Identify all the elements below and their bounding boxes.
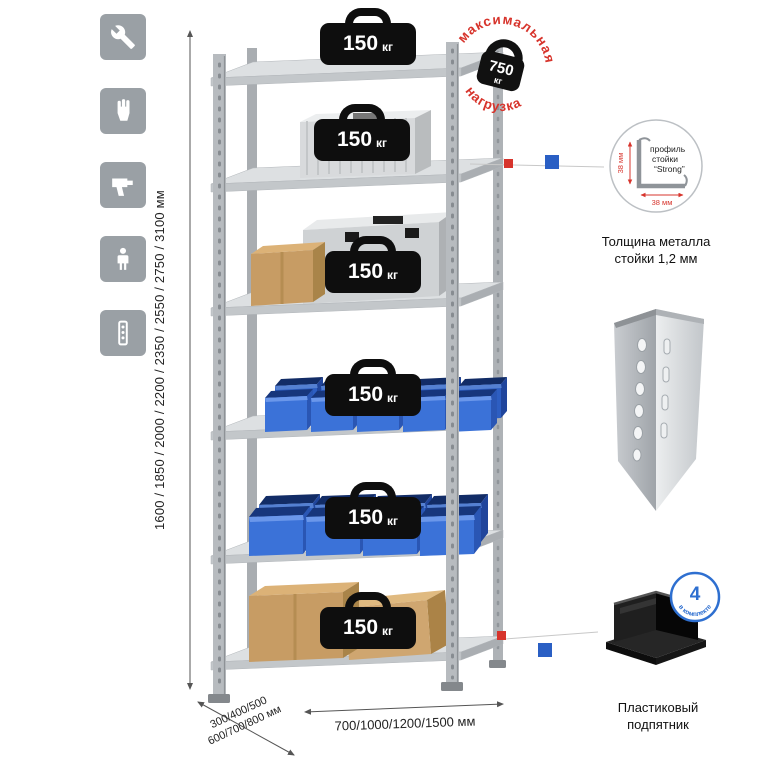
load-value: 150	[342, 32, 379, 55]
drill-icon	[112, 178, 133, 196]
rack-front-posts	[208, 42, 506, 703]
profile-caption: Толщина металла стойки 1,2 мм	[576, 234, 736, 268]
load-value: 150	[336, 128, 373, 151]
profile-caption-line2: стойки 1,2 мм	[614, 250, 698, 266]
load-unit: кг	[387, 268, 399, 282]
profile-dim-vertical: 38 мм	[616, 153, 625, 174]
profile-caption-line1: Толщина металла	[601, 234, 711, 249]
blue-marker-square-bottom	[538, 643, 552, 657]
kettlebell-handle	[485, 39, 523, 63]
load-value: 150	[347, 506, 384, 529]
load-value: 150	[342, 616, 379, 639]
cardboard-box-shelf3	[251, 242, 325, 306]
kettlebell-body	[476, 50, 525, 92]
foot-caption: Пластиковый подпятник	[588, 700, 728, 734]
width-dimension-label: 700/1000/1200/1500 мм	[334, 713, 476, 734]
load-unit: кг	[387, 391, 399, 405]
level-icon-tile	[100, 310, 146, 356]
foot-caption-line1: Пластиковый	[617, 700, 699, 715]
load-unit: кг	[376, 136, 388, 150]
glove-icon	[117, 99, 130, 121]
wrench-icon-tile	[100, 14, 146, 60]
max-load-stamp: максимальная нагрузка 750 кг	[453, 6, 564, 121]
upright-profile-image	[614, 309, 704, 511]
glove-icon-tile	[100, 88, 146, 134]
height-dimension-label: 1600 / 1850 / 2000 / 2200 / 2350 / 2550 …	[152, 190, 167, 530]
person-icon	[117, 247, 129, 270]
stamp-unit: кг	[493, 75, 504, 87]
drill-icon-tile	[100, 162, 146, 208]
load-unit: кг	[382, 624, 394, 638]
angle-profile-drawing	[636, 140, 685, 189]
rack-back-posts	[247, 44, 503, 662]
profile-label-line2: стойки	[652, 154, 678, 164]
blue-marker-square-top	[545, 155, 559, 169]
load-value: 150	[347, 260, 384, 283]
profile-detail-circle: 38 мм 38 мм профиль стойки “Strong”	[609, 119, 703, 213]
load-value: 150	[347, 383, 384, 406]
person-icon-tile	[100, 236, 146, 282]
badge-value: 4	[690, 584, 701, 605]
load-unit: кг	[387, 514, 399, 528]
wrench-icon	[111, 25, 135, 49]
profile-dim-horizontal: 38 мм	[652, 198, 673, 207]
profile-label-line3: “Strong”	[654, 164, 685, 174]
included-count-badge: в комплекте 4	[669, 571, 721, 623]
level-icon	[118, 320, 128, 346]
profile-label-line1: профиль	[650, 144, 686, 154]
foot-caption-line2: подпятник	[627, 716, 689, 732]
load-unit: кг	[382, 40, 394, 54]
stamp-value: 750	[487, 57, 515, 80]
plastic-foot-image	[606, 590, 706, 665]
